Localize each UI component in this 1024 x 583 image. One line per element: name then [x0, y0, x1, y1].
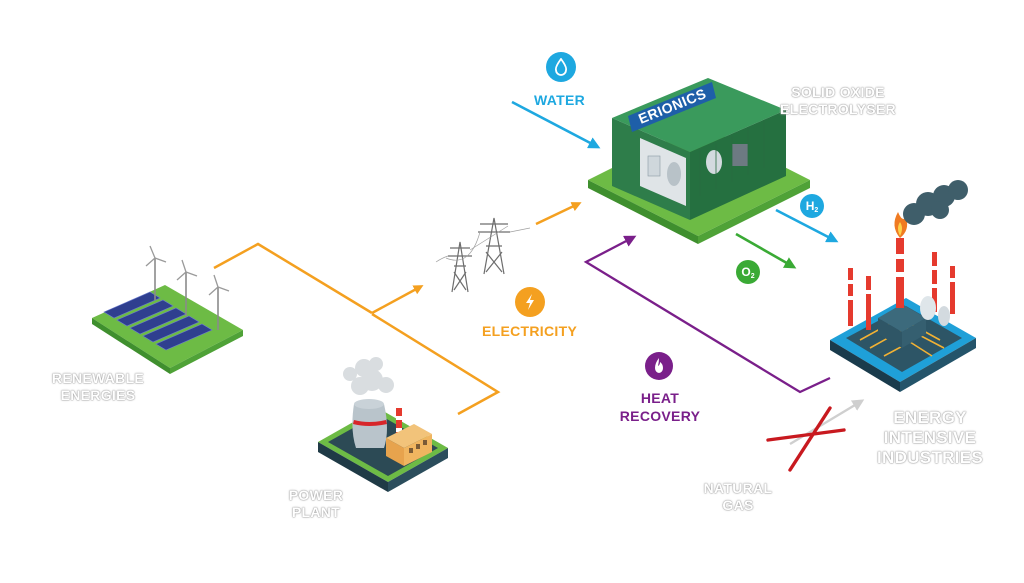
power-plant-label: POWER PLANT: [276, 487, 356, 521]
oxygen-badge: O2: [736, 260, 760, 284]
soec-line1: SOLID OXIDE: [791, 84, 885, 100]
cross-mark-icon: [766, 406, 846, 472]
electrolyser-container-illustration: [588, 78, 810, 244]
renewable-energies-label: RENEWABLE ENERGIES: [46, 370, 150, 404]
heat-recovery-label: HEAT RECOVERY: [618, 389, 702, 425]
natural-gas-arrow: [789, 399, 865, 446]
power-plant-line2: PLANT: [291, 504, 341, 520]
flame-icon: [645, 352, 673, 380]
hydrogen-arrow: [775, 208, 839, 243]
heat-recovery-line2: RECOVERY: [619, 408, 701, 424]
soec-line2: ELECTROLYSER: [780, 101, 896, 117]
industries-illustration: [830, 180, 976, 392]
water-label: WATER: [534, 92, 586, 108]
power-pylons-illustration: [435, 217, 531, 293]
industries-line3: INDUSTRIES: [877, 448, 983, 467]
electricity-label: ELECTRICITY: [482, 323, 578, 339]
lightning-icon: [515, 287, 545, 317]
water-arrow: [511, 100, 601, 149]
power-plant-illustration: [318, 357, 448, 492]
industries-line2: INTENSIVE: [883, 428, 977, 447]
oxygen-arrow: [735, 232, 797, 269]
power-plant-line1: POWER: [288, 487, 344, 503]
hydrogen-badge: H2: [800, 194, 824, 218]
renewable-line2: ENERGIES: [60, 387, 136, 403]
solid-oxide-electrolyser-label: SOLID OXIDE ELECTROLYSER: [778, 84, 898, 118]
heat-recovery-line: [583, 235, 831, 394]
renewable-energies-illustration: [92, 245, 243, 374]
energy-intensive-industries-label: ENERGY INTENSIVE INDUSTRIES: [870, 408, 990, 468]
water-drop-icon: [546, 52, 576, 82]
heat-recovery-line1: HEAT: [640, 390, 680, 406]
natural-gas-line1: NATURAL: [703, 480, 773, 496]
electricity-flow-lines: [213, 202, 582, 416]
industries-line1: ENERGY: [893, 408, 967, 427]
natural-gas-line2: GAS: [722, 497, 754, 513]
natural-gas-label: NATURAL GAS: [700, 480, 776, 514]
renewable-line1: RENEWABLE: [51, 370, 145, 386]
